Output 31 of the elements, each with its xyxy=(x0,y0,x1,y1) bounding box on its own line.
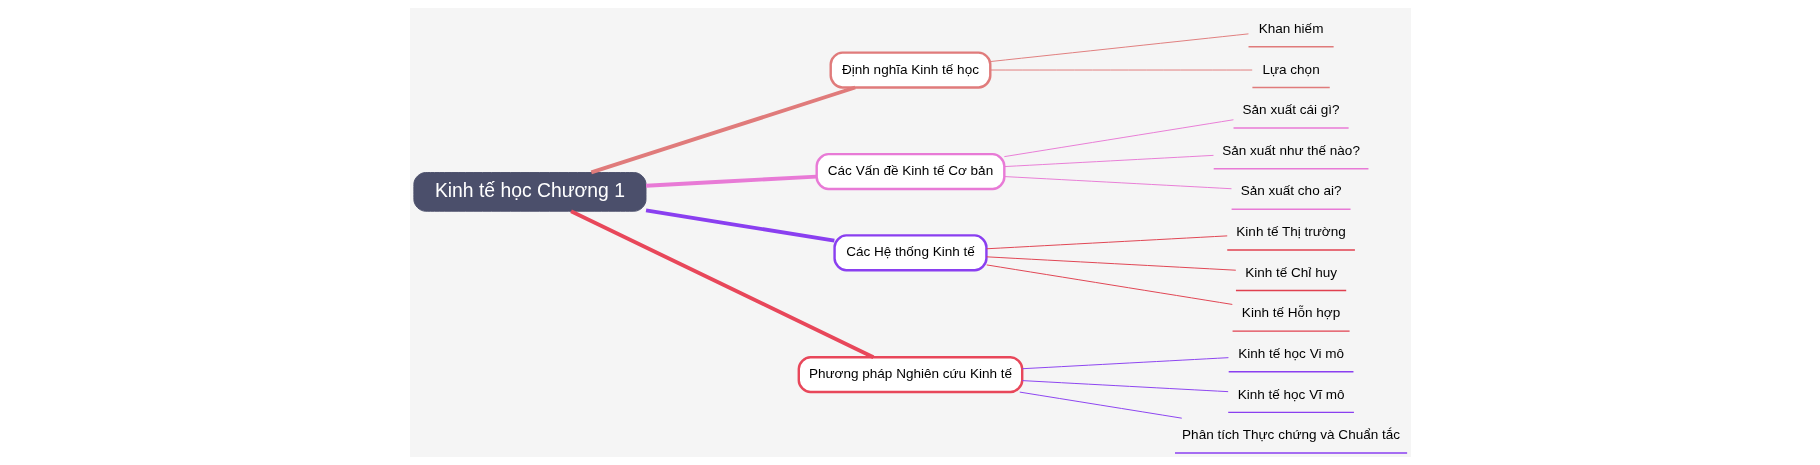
node-box: Các Vấn đề Kinh tế Cơ bản xyxy=(815,152,1005,191)
node-text: Phân tích Thực chứng và Chuẩn tắc xyxy=(1181,427,1400,443)
connector xyxy=(645,174,817,188)
node-text: Sản xuất như thế nào? xyxy=(1221,142,1360,158)
connector xyxy=(985,235,1228,250)
connector xyxy=(590,85,856,175)
node-box: Định nghĩa Kinh tế học xyxy=(829,51,991,89)
node-box: Phương pháp Nghiên cứu Kinh tế xyxy=(797,356,1023,394)
node-text: Lựa chọn xyxy=(1261,61,1320,77)
node-text: Kinh tế Thị trường xyxy=(1235,224,1346,240)
connector xyxy=(985,264,1233,305)
node-text: Sản xuất cho ai? xyxy=(1240,183,1341,199)
connector xyxy=(989,69,1253,71)
node-text: Khan hiếm xyxy=(1258,20,1323,36)
node-text: Kinh tế Chỉ huy xyxy=(1244,264,1337,280)
connector xyxy=(989,33,1249,63)
connector xyxy=(1003,119,1234,158)
connector xyxy=(1021,380,1229,393)
node-text: Kinh tế Hỗn hợp xyxy=(1241,305,1340,321)
connector xyxy=(645,208,835,243)
connector xyxy=(1003,176,1232,190)
connector xyxy=(1018,391,1182,419)
node-box: Kinh tế học Chương 1 xyxy=(412,172,646,212)
connector xyxy=(1003,154,1214,168)
node-text: Kinh tế học Vĩ mô xyxy=(1237,386,1344,402)
node-box: Các Hệ thống Kinh tế xyxy=(832,234,988,272)
connector xyxy=(1021,357,1229,370)
node-text: Sản xuất cái gì? xyxy=(1242,102,1340,118)
connector xyxy=(985,256,1236,271)
node-text: Kinh tế học Vi mô xyxy=(1237,345,1344,361)
connector xyxy=(569,209,874,359)
